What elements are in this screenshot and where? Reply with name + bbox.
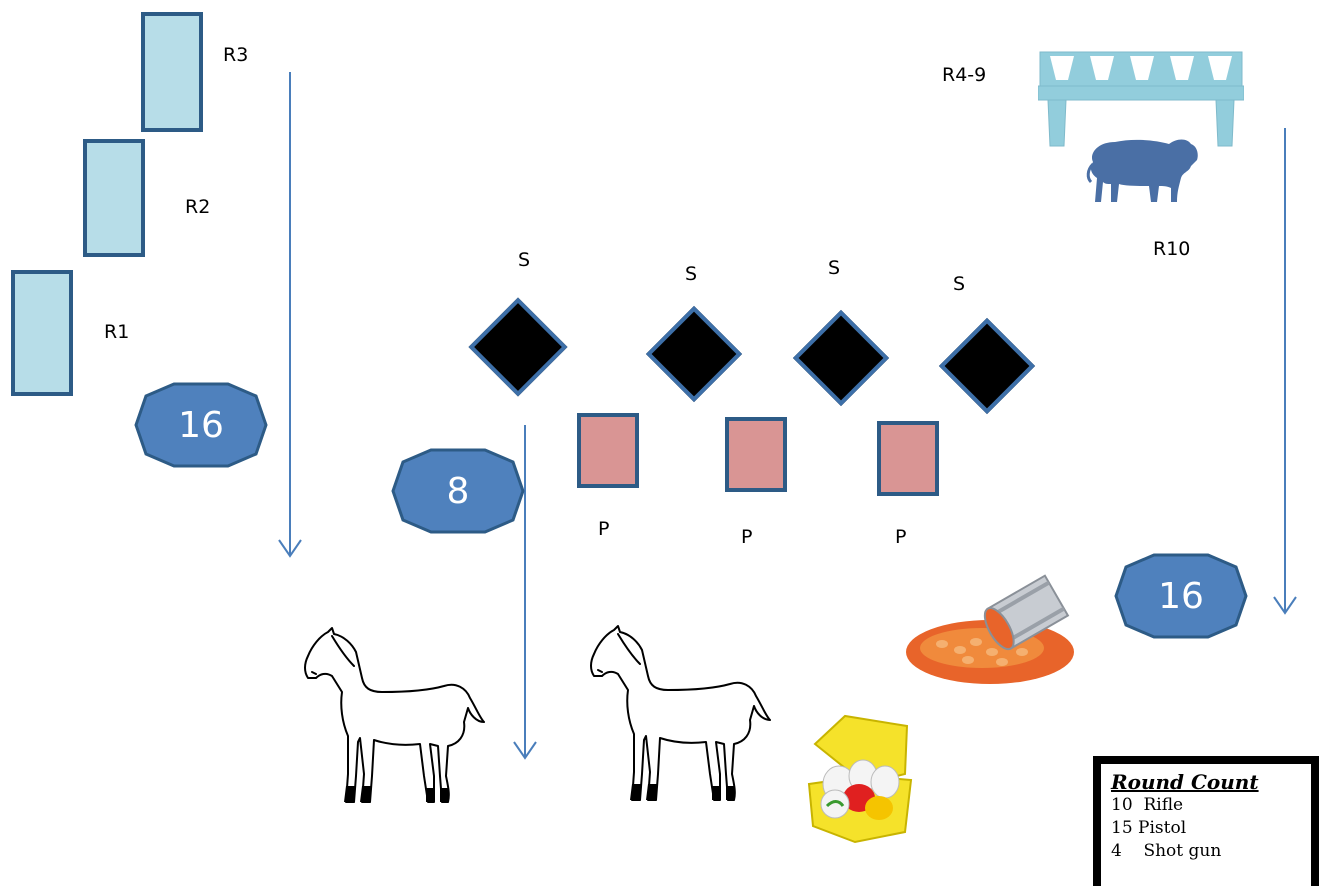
pistol-label-2: P xyxy=(741,526,753,548)
bench-label: R4-9 xyxy=(942,64,987,86)
rifle-label-r3: R3 xyxy=(223,44,249,66)
shotgun-target-4 xyxy=(938,317,1036,415)
rifle-round-count: 10 xyxy=(1111,795,1133,815)
pistol-label-1: P xyxy=(598,518,610,540)
shotgun-label-4: S xyxy=(953,273,966,295)
shotgun-round-count: 4 xyxy=(1111,841,1122,861)
right-count-value: 16 xyxy=(1158,575,1204,617)
pistol-round-label: Pistol xyxy=(1138,818,1187,838)
rifle-count-value: 16 xyxy=(178,404,224,446)
beans-can-icon xyxy=(906,574,1074,684)
shotgun-target-2 xyxy=(645,305,743,403)
rifle-label-r1: R1 xyxy=(104,321,130,343)
round-count-row-pistol: 15 Pistol xyxy=(1111,817,1311,840)
rifle-target-r2 xyxy=(83,139,145,257)
pistol-count-value: 8 xyxy=(446,470,470,512)
pistol-count-badge: 8 xyxy=(391,448,525,534)
shotgun-round-label: Shot gun xyxy=(1143,841,1222,861)
pistol-round-count: 15 xyxy=(1111,818,1133,838)
horse-icon-1 xyxy=(304,627,485,803)
rifle-count-badge: 16 xyxy=(134,382,268,468)
horse-icon-2 xyxy=(590,625,771,801)
buffalo-label: R10 xyxy=(1153,238,1191,260)
bench-icon xyxy=(1038,51,1244,147)
pistol-label-3: P xyxy=(895,526,907,548)
round-count-row-rifle: 10 Rifle xyxy=(1111,794,1311,817)
rifle-round-label: Rifle xyxy=(1143,795,1184,815)
round-count-title: Round Count xyxy=(1111,770,1259,794)
rifle-label-r2: R2 xyxy=(185,196,211,218)
pistol-target-3 xyxy=(877,421,939,496)
egg-box-icon xyxy=(807,714,913,844)
shotgun-label-1: S xyxy=(518,249,531,271)
buffalo-icon xyxy=(1086,139,1198,202)
right-count-badge: 16 xyxy=(1114,553,1248,639)
shotgun-target-3 xyxy=(792,309,890,407)
shotgun-label-3: S xyxy=(828,257,841,279)
round-count-row-shotgun: 4 Shot gun xyxy=(1111,840,1311,863)
rifle-target-r3 xyxy=(141,12,203,132)
shotgun-target-1 xyxy=(468,297,568,397)
rifle-target-r1 xyxy=(11,270,73,396)
pistol-target-2 xyxy=(725,417,787,492)
pistol-target-1 xyxy=(577,413,639,488)
round-count-legend: Round Count 10 Rifle 15 Pistol 4 Shot gu… xyxy=(1093,756,1319,886)
shotgun-label-2: S xyxy=(685,263,698,285)
